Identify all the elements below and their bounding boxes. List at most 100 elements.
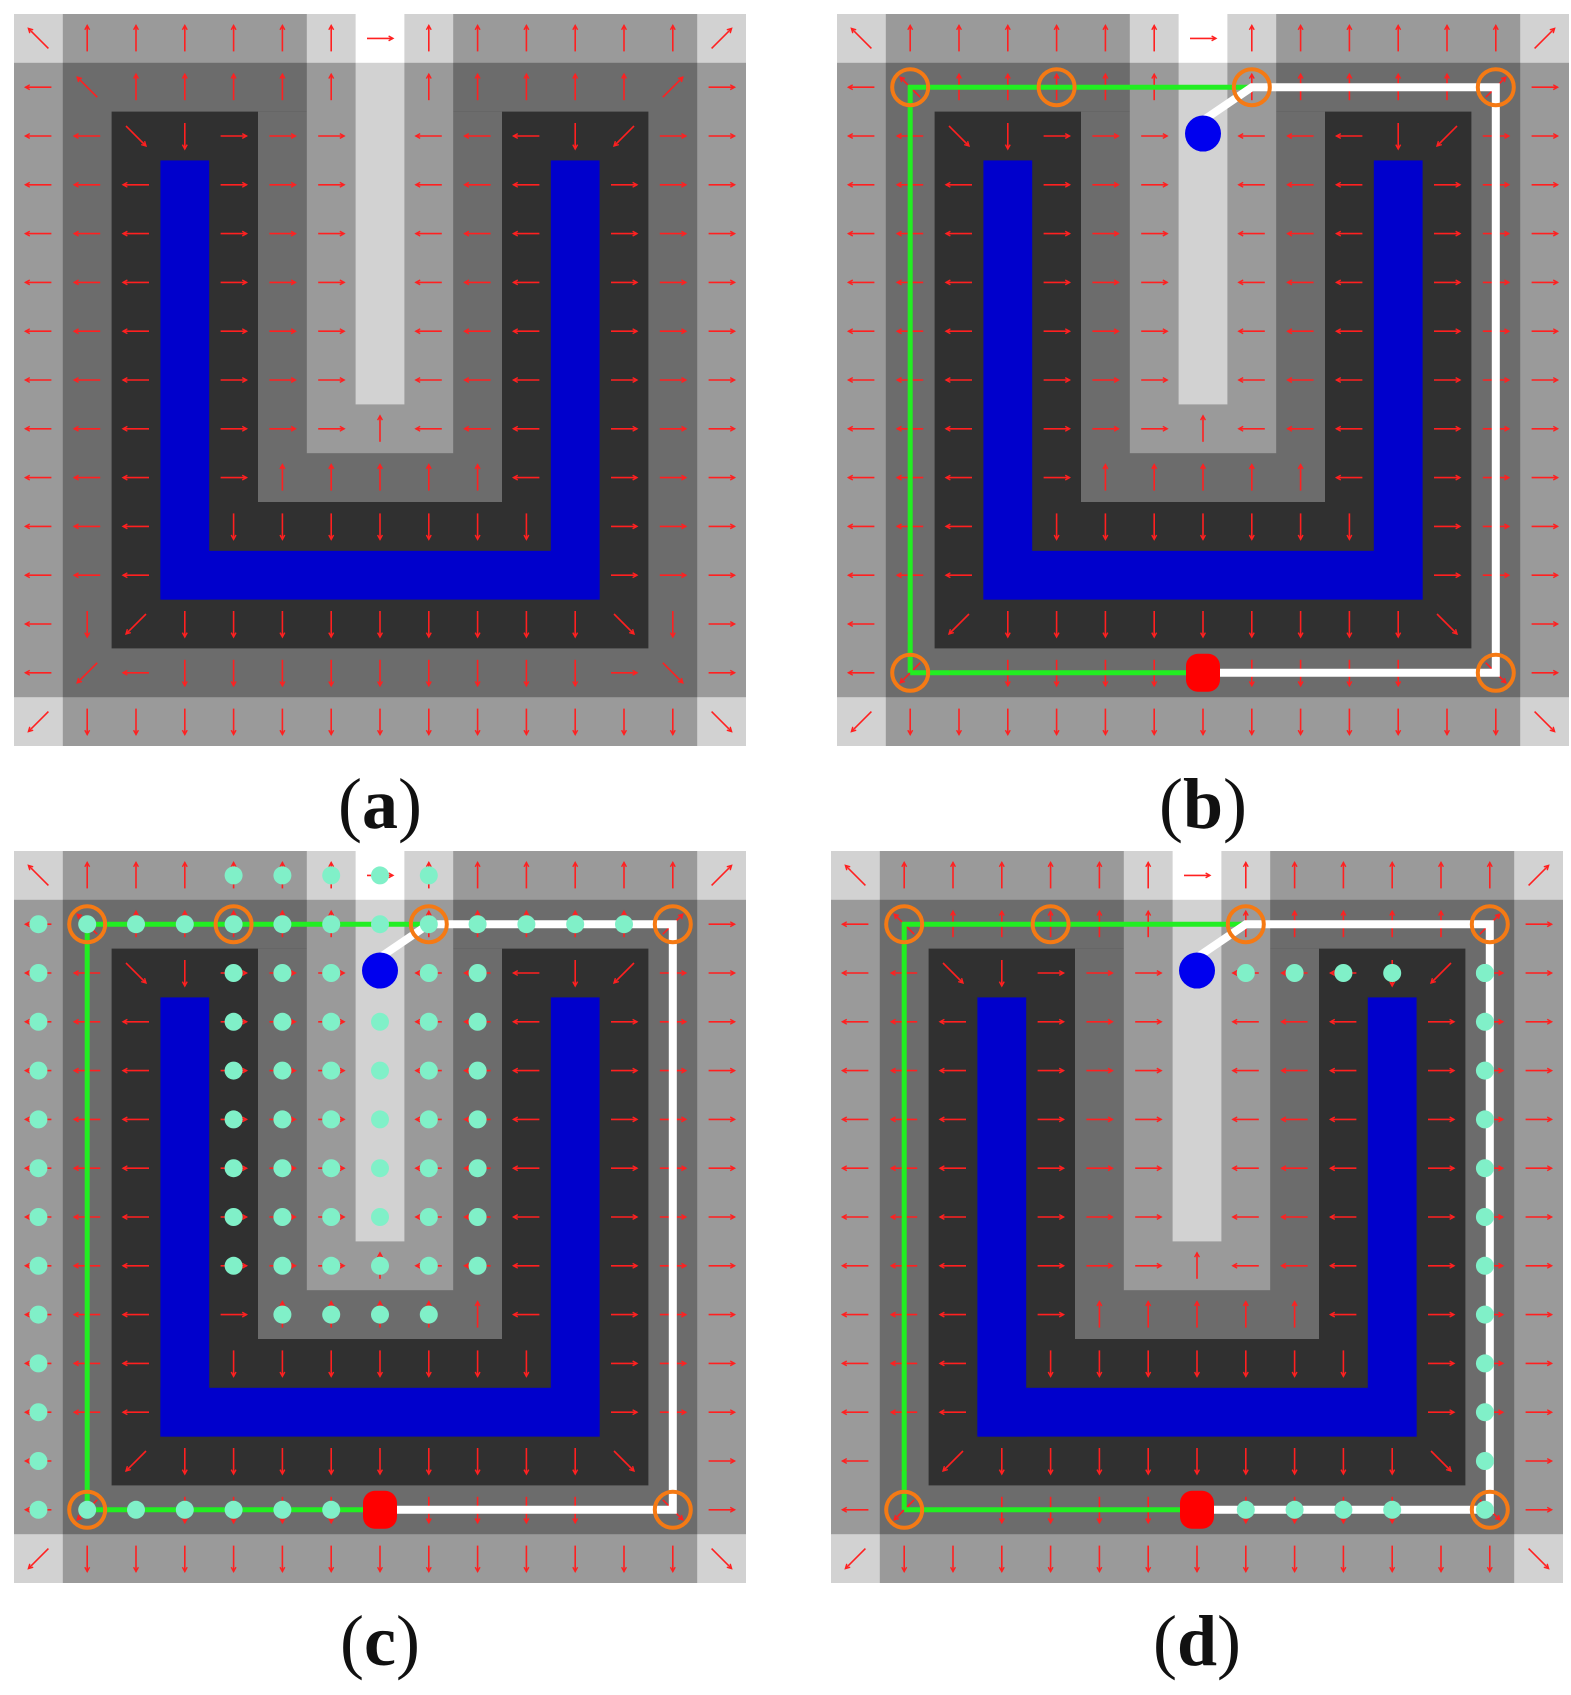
arrow-head bbox=[681, 1262, 688, 1269]
red-arrow-icon bbox=[328, 1545, 335, 1574]
red-arrow-icon bbox=[72, 425, 101, 432]
red-arrow-icon bbox=[611, 181, 639, 188]
arrow-head bbox=[998, 1566, 1005, 1574]
arrow-head bbox=[1047, 1371, 1054, 1378]
arrow-head bbox=[425, 1300, 432, 1307]
arrow-head bbox=[523, 1518, 530, 1525]
arrow-head bbox=[290, 132, 297, 140]
arrow-head bbox=[1546, 1262, 1554, 1269]
red-arrow-icon bbox=[1525, 1311, 1554, 1318]
red-arrow-icon bbox=[463, 376, 491, 384]
red-arrow-icon bbox=[708, 1311, 737, 1318]
arrow-head bbox=[612, 141, 619, 148]
arrow-head bbox=[944, 230, 951, 237]
red-arrow-icon bbox=[944, 279, 972, 286]
arrow-head bbox=[23, 1262, 31, 1269]
obstacle-right-arm bbox=[550, 160, 600, 600]
red-arrow-icon bbox=[328, 1350, 335, 1378]
mint-dot-icon bbox=[29, 1012, 48, 1031]
red-arrow-icon bbox=[1092, 425, 1120, 432]
arrow-head bbox=[72, 279, 79, 286]
arrow-head bbox=[132, 72, 140, 79]
arrow-head bbox=[76, 76, 83, 83]
red-arrow-icon bbox=[318, 230, 346, 237]
red-arrow-icon bbox=[669, 1545, 676, 1574]
arrow-head bbox=[339, 230, 346, 237]
red-arrow-icon bbox=[708, 376, 737, 384]
arrow-head bbox=[290, 328, 297, 335]
red-arrow-icon bbox=[611, 1409, 639, 1416]
red-arrow-icon bbox=[121, 1067, 149, 1074]
arrow-head bbox=[1334, 376, 1342, 384]
red-arrow-icon bbox=[611, 1360, 639, 1367]
arrow-head bbox=[669, 23, 676, 31]
arrow-head bbox=[1242, 1300, 1249, 1307]
mint-dot-icon bbox=[1475, 1110, 1494, 1129]
red-arrow-icon bbox=[376, 1545, 384, 1574]
obstacle-right-arm bbox=[550, 997, 600, 1437]
arrow-head bbox=[1328, 1165, 1336, 1172]
arrow-head bbox=[681, 1213, 688, 1221]
red-arrow-icon bbox=[1237, 132, 1265, 140]
arrow-head bbox=[23, 1067, 31, 1074]
arrow-head bbox=[572, 1566, 579, 1574]
arrow-head bbox=[425, 729, 432, 737]
mint-dot-icon bbox=[175, 915, 194, 934]
arrow-head bbox=[279, 1300, 286, 1307]
arrow-head bbox=[632, 1213, 639, 1221]
arrow-shaft bbox=[711, 711, 733, 733]
mint-dot-icon bbox=[322, 1110, 341, 1129]
arrow-head bbox=[23, 328, 31, 335]
arrow-head bbox=[846, 279, 854, 286]
arrow-head bbox=[958, 978, 965, 985]
red-arrow-icon bbox=[72, 328, 101, 335]
red-arrow-icon bbox=[1135, 1213, 1163, 1221]
red-arrow-icon bbox=[23, 230, 52, 237]
arrow-head bbox=[1058, 1311, 1066, 1318]
arrow-head bbox=[1237, 230, 1244, 237]
arrow-head bbox=[1334, 230, 1342, 237]
arrow-head bbox=[84, 729, 91, 737]
red-arrow-icon bbox=[1184, 872, 1212, 879]
arrow-head bbox=[572, 681, 579, 688]
arrow-head bbox=[230, 1518, 237, 1525]
arrow-head bbox=[523, 72, 530, 79]
red-arrow-icon bbox=[523, 72, 530, 101]
arrow-head bbox=[1291, 1469, 1298, 1476]
red-arrow-icon bbox=[944, 230, 972, 237]
arrow-head bbox=[729, 230, 737, 237]
arrow-head bbox=[1053, 681, 1060, 688]
arrow-head bbox=[279, 463, 286, 470]
red-arrow-icon bbox=[279, 1545, 286, 1574]
mint-dot-icon bbox=[29, 1159, 48, 1178]
red-arrow-icon bbox=[1531, 572, 1560, 579]
arrow-head bbox=[181, 909, 188, 916]
mint-dot-icon bbox=[273, 1061, 292, 1080]
arrow-head bbox=[938, 1116, 945, 1123]
arrow-head bbox=[1328, 1213, 1336, 1221]
arrow-head bbox=[121, 1311, 128, 1318]
arrow-head bbox=[572, 23, 579, 31]
arrow-head bbox=[620, 72, 628, 79]
red-arrow-icon bbox=[611, 1067, 639, 1074]
red-arrow-icon bbox=[474, 611, 481, 639]
red-arrow-icon bbox=[846, 279, 875, 286]
red-arrow-icon bbox=[1434, 572, 1462, 579]
arrow-head bbox=[681, 425, 688, 432]
red-arrow-icon bbox=[846, 84, 875, 91]
arrow-head bbox=[1102, 72, 1109, 79]
arrow-head bbox=[729, 328, 737, 335]
arrow-head bbox=[1455, 572, 1462, 579]
red-arrow-icon bbox=[613, 613, 636, 636]
arrow-head bbox=[846, 132, 854, 140]
arrow-head bbox=[632, 523, 639, 530]
red-arrow-icon bbox=[613, 1450, 636, 1473]
arrow-head bbox=[1102, 729, 1109, 737]
red-arrow-icon bbox=[1443, 708, 1451, 737]
red-arrow-icon bbox=[121, 181, 149, 188]
corridor-band-inner bbox=[355, 851, 405, 1242]
arrow-head bbox=[846, 620, 854, 628]
red-arrow-icon bbox=[669, 860, 676, 889]
arrow-head bbox=[1340, 1371, 1347, 1378]
red-arrow-icon bbox=[711, 1548, 733, 1570]
